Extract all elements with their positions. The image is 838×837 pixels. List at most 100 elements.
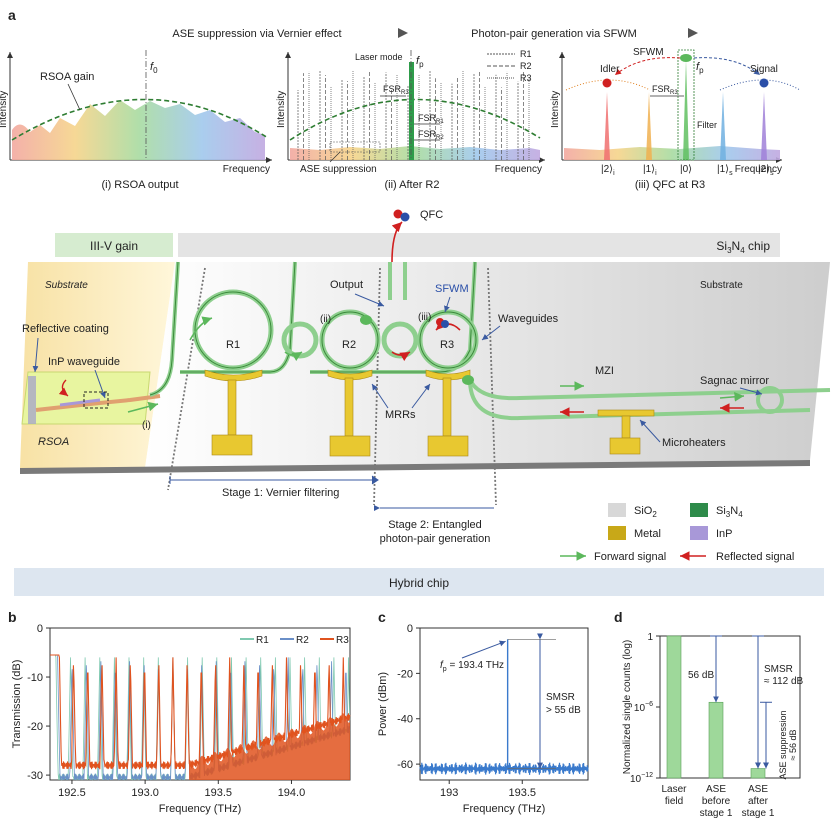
annotation-ase: ASE suppression: [778, 710, 788, 779]
mzi-label: MZI: [595, 365, 614, 377]
y-tick-label: 0: [37, 623, 43, 635]
banner-right-text: Photon-pair generation via SFWM: [471, 28, 637, 40]
comb-peak: [604, 92, 610, 160]
ring-r1: R1: [226, 339, 240, 351]
spectrum-panel-iii: Intensity SFWM Idler Signal fp FSRR3 Fil…: [550, 47, 801, 191]
filter-label: Filter: [697, 120, 717, 130]
substrate-left-label: Substrate: [45, 280, 88, 291]
marker-iii: (iii): [418, 312, 431, 323]
qfc-tick-label: |1⟩i: [643, 164, 657, 177]
f0-marker: f0: [150, 61, 158, 75]
hybrid-chip-banner: [14, 568, 824, 596]
smsr-label: SMSR: [546, 692, 575, 703]
fp-arrow: [461, 640, 506, 659]
annotation-smsr-value: ≈ 112 dB: [764, 676, 804, 687]
x-tick-label: 193: [440, 787, 458, 799]
fsr-r2-label: FSRR2: [418, 129, 444, 141]
stage1-label: Stage 1: Vernier filtering: [222, 487, 339, 499]
x-axis-label: Frequency (THz): [159, 803, 242, 815]
ring-r2: R2: [342, 339, 356, 351]
y-tick-label: -60: [397, 759, 413, 771]
marker-ii: (ii): [320, 314, 331, 325]
rsoa-gain-label: RSOA gain: [40, 71, 94, 83]
microheaters-label: Microheaters: [662, 437, 726, 449]
category-label: stage 1: [742, 808, 775, 819]
category-label: before: [702, 796, 731, 807]
sfwm-label-iii: SFWM: [633, 47, 664, 58]
fp-annotation: fp = 193.4 THz: [440, 660, 504, 673]
category-label: stage 1: [700, 808, 733, 819]
fsr-r3-iii: FSRR3: [652, 84, 678, 96]
comb-peak: [683, 60, 689, 160]
comb-peak: [761, 92, 767, 160]
rsoa-label: RSOA: [38, 436, 69, 448]
caption-i: (i) RSOA output: [101, 179, 178, 191]
legend-r2: R2: [520, 61, 532, 71]
si3n4-chip-box: [178, 233, 780, 257]
marker-i: (i): [142, 420, 151, 431]
legend-ii: R1 R2 R3: [487, 49, 532, 83]
y-axis-label-ii: Intensity: [276, 91, 287, 128]
bar: [708, 701, 724, 779]
x-tick-label: 193.0: [131, 787, 159, 799]
bar: [666, 635, 682, 779]
waveguides-label: Waveguides: [498, 313, 559, 325]
comb-peak: [646, 92, 652, 160]
y-tick-label: -30: [27, 770, 43, 782]
legend-si3n4: Si3N4: [716, 505, 743, 519]
qfc-tick-label: |1⟩s: [717, 164, 733, 177]
idler-label: Idler: [600, 64, 620, 75]
smsr-value: > 55 dB: [546, 705, 581, 716]
y-axis-label: Transmission (dB): [11, 660, 23, 749]
legend-metal: Metal: [634, 528, 661, 540]
ase-suppression-label: ASE suppression: [300, 164, 377, 175]
y-tick-label: 1: [647, 632, 653, 643]
legend-r1: R1: [520, 49, 532, 59]
y-axis-label: Normalized single counts (log): [622, 640, 633, 775]
legend-entry: R2: [296, 635, 309, 646]
caption-ii: (ii) After R2: [384, 179, 439, 191]
panel-label-b: b: [8, 609, 17, 625]
qfc-tick-label: |0⟩: [680, 164, 692, 175]
banner-left-text: ASE suppression via Vernier effect: [172, 28, 341, 40]
fp-marker-ii: fp: [416, 55, 424, 69]
panel-label-a: a: [8, 7, 16, 23]
ring-r3: R3: [440, 339, 454, 351]
legend-reflected: Reflected signal: [716, 551, 794, 563]
output-label: Output: [330, 279, 363, 291]
category-label: ASE: [748, 784, 768, 795]
signal-label: Signal: [750, 64, 778, 75]
x-tick-label: 193.5: [205, 787, 233, 799]
x-axis-label-ii: Frequency: [495, 164, 542, 175]
stage2-label-a: Stage 2: Entangled: [388, 519, 482, 531]
x-axis-label-i: Frequency: [223, 164, 270, 175]
category-label: after: [748, 796, 769, 807]
si3n4-chip-label: Si3N4 chip: [716, 239, 770, 255]
reflective-coating-label: Reflective coating: [22, 323, 109, 335]
sfwm-label-chip: SFWM: [435, 283, 469, 295]
inp-waveguide-label: InP waveguide: [48, 356, 120, 368]
y-tick-label: 10−6: [634, 701, 653, 714]
annotation-smsr: SMSR: [764, 664, 793, 675]
plot-frame: [419, 627, 589, 781]
caption-iii: (iii) QFC at R3: [635, 179, 705, 191]
comb-peak: [720, 92, 726, 160]
sagnac-label: Sagnac mirror: [700, 375, 769, 387]
category-label: field: [665, 796, 683, 807]
x-axis-label-iii: Frequency: [735, 164, 782, 175]
fp-marker-iii: fp: [696, 61, 704, 75]
qfc-tick-label: |2⟩s: [758, 164, 774, 177]
chip-legend: SiO2 Si3N4 Metal InP Forward signal Refl…: [560, 503, 794, 563]
x-tick-label: 192.5: [58, 787, 86, 799]
category-label: ASE: [706, 784, 726, 795]
y-tick-label: 10−12: [630, 772, 653, 785]
panel-label-c: c: [378, 609, 386, 625]
spectrum-panel-ii: Intensity Frequency Laser mode fp R1 R2 …: [276, 49, 545, 191]
y-tick-label: -20: [27, 721, 43, 733]
laser-mode-label: Laser mode: [355, 52, 403, 62]
series-r3: [50, 654, 351, 770]
legend-sio2: SiO2: [634, 505, 657, 519]
fsr-r1-label: FSRR1: [418, 113, 444, 125]
